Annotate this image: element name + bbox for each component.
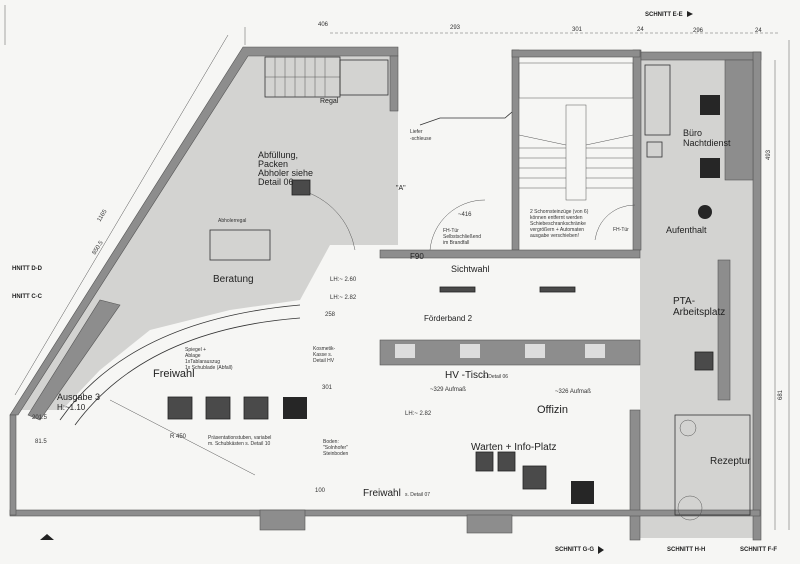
label-pta-2: Arbeitsplatz xyxy=(673,307,725,318)
note-kosmetik-2: Kasse s. xyxy=(313,352,332,358)
note-lh-282b: LH:~ 2.82 xyxy=(405,411,432,417)
label-hv-detail: s. Detail 06 xyxy=(483,374,508,380)
label-buero-2: Nachtdienst xyxy=(683,138,731,148)
note-416: ~416 xyxy=(458,212,472,218)
dim-1165: 1165 xyxy=(97,208,109,223)
note-lh-260: LH:~ 2.60 xyxy=(330,277,357,283)
note-boden-3: Steinboden xyxy=(323,451,349,457)
label-regal: Regal xyxy=(320,98,339,105)
label-abfuellung-4: Detail 06 xyxy=(258,177,294,187)
note-spiegel-4: 1x Schublade (Abfall) xyxy=(185,365,233,371)
section-c: HNITT C-C xyxy=(12,294,43,300)
label-sichtwahl: Sichtwahl xyxy=(451,264,490,274)
dim-301: 301 xyxy=(572,27,583,33)
note-aufmass-326: ~326 Aufmaß xyxy=(555,389,591,395)
staircase xyxy=(518,62,634,201)
label-pta-1: PTA- xyxy=(673,296,695,307)
label-warten: Warten + Info-Platz xyxy=(471,442,557,453)
note-kosmetik-1: Kosmetik- xyxy=(313,346,336,352)
note-fh-tuer-1a: FH-Tür xyxy=(443,228,459,234)
furniture xyxy=(167,95,720,521)
note-fh-tuer-1c: im Brandfall xyxy=(443,240,469,246)
label-foerderband: Förderband 2 xyxy=(424,314,473,323)
section-g: SCHNITT G-G xyxy=(555,547,594,553)
dim-406: 406 xyxy=(318,22,329,28)
door-swings xyxy=(59,111,636,476)
annotations: FH-Tür Selbstschließend im Brandfall FH-… xyxy=(185,209,629,457)
label-ausgabe-height: H:~1.10 xyxy=(57,403,86,412)
note-praesentation-1: Präsentationstuben, variabel xyxy=(208,435,271,441)
dim-293: 293 xyxy=(450,25,461,31)
dim-2015: 201.5 xyxy=(32,415,48,421)
note-praesentation-2: m. Schubkästen s. Detail 10 xyxy=(208,441,270,447)
dim-301b: 301 xyxy=(322,385,333,391)
label-abfuellung-3: Abholer siehe xyxy=(258,168,313,178)
dim-258: 258 xyxy=(325,312,336,318)
note-lh-282a: LH:~ 2.82 xyxy=(330,295,357,301)
section-f: SCHNITT F-F xyxy=(740,547,777,553)
dimension-lines xyxy=(4,5,790,530)
label-freiwahl-detail: s. Detail 07 xyxy=(405,492,430,498)
note-kosmetik-3: Detail HV xyxy=(313,358,335,364)
section-e: SCHNITT E-E xyxy=(645,12,683,18)
dim-815: 81.5 xyxy=(35,439,47,445)
note-spiegel-1: Spiegel + xyxy=(185,347,206,353)
dim-296: 296 xyxy=(693,28,704,34)
note-aufmass-329: ~329 Aufmaß xyxy=(430,387,466,393)
section-d: HNITT D-D xyxy=(12,266,43,272)
note-spiegel-3: 1xTablarauszug xyxy=(185,359,220,365)
label-freiwahl-bottom: Freiwahl xyxy=(363,488,401,499)
label-ausgabe: Ausgabe 3 xyxy=(57,392,100,402)
dim-100: 100 xyxy=(315,488,326,494)
note-schornstein-5: ausgabe verschieben! xyxy=(530,233,579,239)
label-offizin: Offizin xyxy=(537,404,568,416)
label-beratung: Beratung xyxy=(213,274,254,285)
label-freiwahl-arc: Freiwahl xyxy=(153,368,195,380)
dim-681: 681 xyxy=(778,389,784,400)
label-liefer-2: -schleuse xyxy=(410,136,432,142)
note-schornstein-3: Schiebeschrankschränke xyxy=(530,221,586,227)
counters xyxy=(209,59,754,516)
label-rezeptur: Rezeptur xyxy=(710,456,751,467)
label-abfuellung-2: Packen xyxy=(258,159,288,169)
label-point-a: "A" xyxy=(396,185,406,192)
note-fh-tuer-2: FH-Tür xyxy=(613,227,629,233)
note-boden-2: "Solnhofer" xyxy=(323,445,348,451)
dim-493: 493 xyxy=(766,149,772,160)
note-schornstein-1: 2 Schornsteinzüge (von 6) xyxy=(530,209,589,215)
dim-r450: R 450 xyxy=(170,434,187,440)
note-schornstein-2: können entfernt werden xyxy=(530,215,583,221)
walls xyxy=(9,46,762,541)
note-spiegel-2: Ablage xyxy=(185,353,201,359)
dim-24a: 24 xyxy=(637,27,644,33)
room-labels: Abfüllung, Packen Abholer siehe Detail 0… xyxy=(57,98,751,499)
label-buero-1: Büro xyxy=(683,128,702,138)
label-liefer-1: Liefer xyxy=(410,129,423,135)
section-h: SCHNITT H-H xyxy=(667,547,705,553)
section-markers: SCHNITT E-E HNITT D-D HNITT C-C SCHNITT … xyxy=(12,11,777,554)
note-fh-tuer-1b: Selbstschließend xyxy=(443,234,481,240)
dim-850: 850.5 xyxy=(92,240,105,256)
label-f90: F90 xyxy=(410,252,424,261)
label-hv-tisch: HV -Tisch xyxy=(445,370,489,381)
storage-shelves xyxy=(264,56,389,98)
dim-24b: 24 xyxy=(755,28,762,34)
note-schornstein-4: vergrößern + Automaten xyxy=(530,227,584,233)
label-aufenthalt: Aufenthalt xyxy=(666,225,707,235)
label-abfuellung-1: Abfüllung, xyxy=(258,150,298,160)
note-boden-1: Boden: xyxy=(323,439,339,445)
note-abholerregal: Abholerregal xyxy=(218,218,246,224)
